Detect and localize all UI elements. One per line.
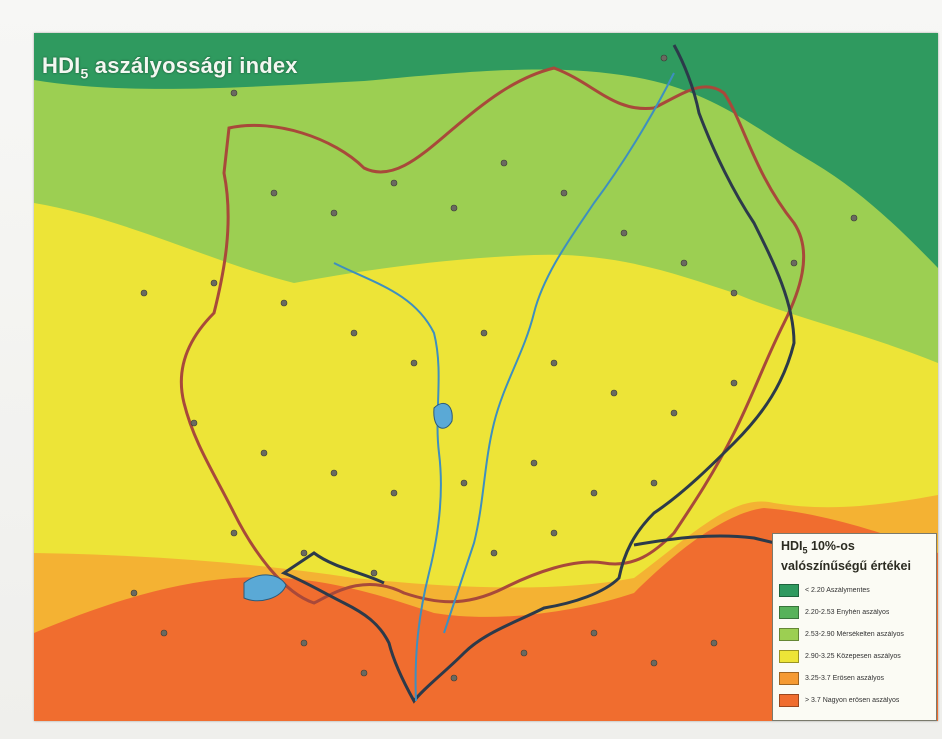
legend-swatch: [779, 606, 799, 619]
legend-item: 2.20-2.53 Enyhén aszályos: [773, 602, 936, 624]
lake-balaton: [243, 574, 287, 602]
legend-label: 2.90-3.25 Közepesen aszályos: [805, 653, 901, 660]
legend-label: 2.20-2.53 Enyhén aszályos: [805, 609, 890, 616]
legend-label: < 2.20 Aszálymentes: [805, 587, 870, 594]
country-border: [280, 44, 796, 704]
legend-swatch: [779, 628, 799, 641]
tisza-river: [443, 72, 675, 634]
zone-very-strong-drought: [34, 508, 938, 721]
legend-item: < 2.20 Aszálymentes: [773, 580, 936, 602]
danube-river: [333, 262, 442, 702]
legend-swatch: [779, 694, 799, 707]
legend-item: 3.25-3.7 Erősen aszályos: [773, 668, 936, 690]
legend-label: > 3.7 Nagyon erősen aszályos: [805, 697, 900, 704]
map-canvas: [34, 33, 938, 721]
legend-item: 2.90-3.25 Közepesen aszályos: [773, 646, 936, 668]
legend-item: 2.53-2.90 Mérsékelten aszályos: [773, 624, 936, 646]
legend-swatch: [779, 650, 799, 663]
legend-item: > 3.7 Nagyon erősen aszályos: [773, 690, 936, 712]
drought-map: HDI5 aszályossági index HDI5 10%-os való…: [34, 33, 938, 721]
legend-label: 3.25-3.7 Erősen aszályos: [805, 675, 884, 682]
legend-swatch: [779, 584, 799, 597]
lake-velence: [433, 403, 453, 429]
map-legend: HDI5 10%-os valószínűségű értékei < 2.20…: [772, 533, 937, 721]
map-title: HDI5 aszályossági index: [42, 53, 298, 82]
legend-label: 2.53-2.90 Mérsékelten aszályos: [805, 631, 904, 638]
legend-title: HDI5 10%-os valószínűségű értékei: [781, 539, 911, 573]
region-boundary: [179, 66, 806, 605]
legend-swatch: [779, 672, 799, 685]
